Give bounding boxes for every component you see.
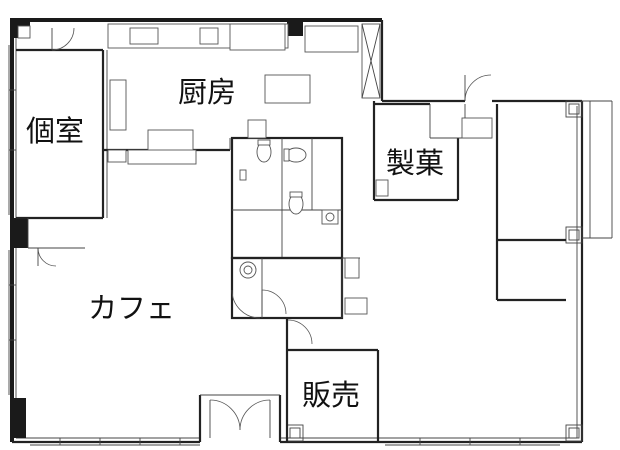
room-label-confectionery: 製菓 — [386, 146, 444, 180]
left-windows — [8, 45, 16, 395]
interior-walls — [16, 48, 566, 442]
room-label-kitchen: 厨房 — [178, 75, 236, 109]
kitchen-fixtures — [107, 23, 381, 165]
doors — [37, 27, 492, 438]
room-label-cafe: カフェ — [88, 291, 175, 325]
columns — [12, 20, 303, 438]
confectionery-fixtures — [375, 104, 493, 197]
room-label-private-room: 個室 — [26, 114, 84, 148]
wet-core-fixtures — [239, 139, 368, 315]
room-label-sales: 販売 — [302, 378, 360, 412]
bottom-windows — [30, 438, 560, 446]
right-terrace — [582, 100, 613, 239]
